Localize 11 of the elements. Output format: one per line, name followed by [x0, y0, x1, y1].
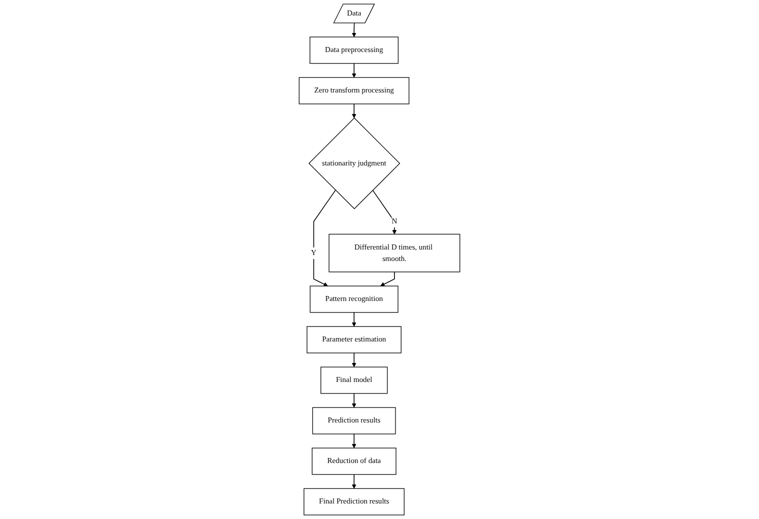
arrow: [352, 434, 356, 448]
arrow: [352, 312, 356, 327]
arrow: [352, 474, 356, 489]
arrow: [313, 190, 336, 286]
arrow: [352, 22, 356, 38]
arrow: [352, 104, 356, 118]
arrow: [352, 352, 356, 368]
arrow: [372, 190, 397, 234]
arrow: [380, 272, 395, 286]
arrow: [352, 63, 356, 78]
arrow: [352, 393, 356, 408]
